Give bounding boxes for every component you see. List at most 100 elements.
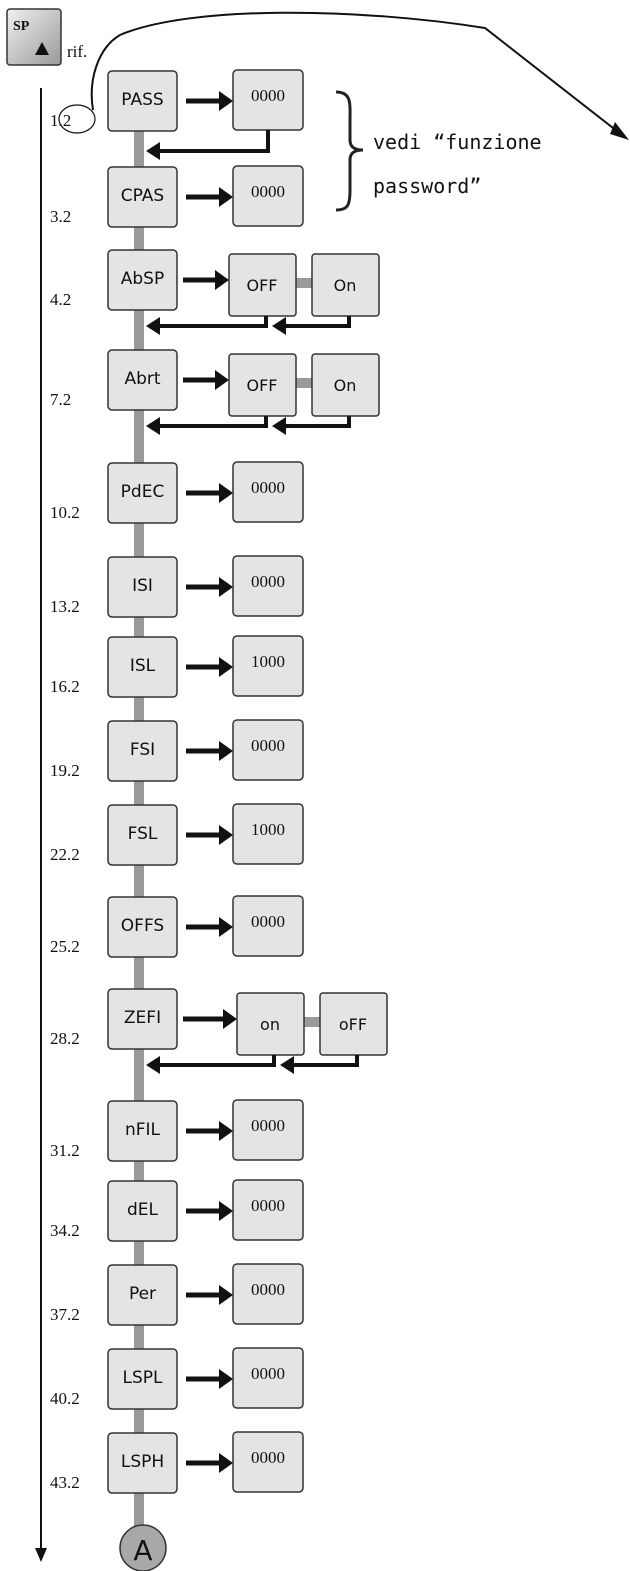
param-code: Per (129, 1284, 156, 1304)
flow-arrow (183, 270, 229, 290)
sp-up-key-icon[interactable]: SP (6, 8, 62, 66)
option-box[interactable] (228, 253, 297, 317)
param-box[interactable] (107, 988, 178, 1050)
value-box[interactable] (232, 895, 304, 957)
param-ref: 10.2 (50, 503, 80, 522)
param-box[interactable] (107, 1348, 178, 1410)
value-box[interactable] (232, 719, 304, 781)
param-box[interactable] (107, 1180, 178, 1242)
param-value: 0000 (251, 478, 285, 497)
connector-label: A (133, 1534, 152, 1567)
param-code: FSI (130, 740, 155, 760)
param-box[interactable] (107, 166, 178, 228)
wrap-around-arrow (90, 11, 629, 140)
param-ref: 34.2 (50, 1221, 80, 1240)
return-arrow (146, 130, 270, 160)
option-label: On (334, 376, 357, 395)
param-value: 0000 (251, 182, 285, 201)
param-box[interactable] (107, 556, 178, 618)
param-box[interactable] (107, 1100, 178, 1162)
param-box[interactable] (107, 636, 178, 698)
param-box[interactable] (107, 1432, 178, 1494)
value-box[interactable] (232, 1263, 304, 1325)
option-box[interactable] (228, 353, 297, 417)
connector-a[interactable]: A (119, 1524, 167, 1571)
param-box[interactable] (107, 1264, 178, 1326)
param-box[interactable] (107, 720, 178, 782)
param-ref: 31.2 (50, 1141, 80, 1160)
value-box[interactable] (232, 165, 304, 227)
rif-label: rif. (67, 42, 87, 61)
value-box[interactable] (232, 1431, 304, 1493)
param-ref: 37.2 (50, 1305, 80, 1324)
param-code: LSPH (121, 1452, 164, 1472)
param-value: 0000 (251, 86, 285, 105)
return-arrow (146, 1055, 359, 1074)
param-code: AbSP (121, 269, 164, 289)
option-box[interactable] (311, 253, 380, 317)
parameter-row-nfil: nFIL 31.2 0000 (50, 1099, 304, 1162)
value-box[interactable] (232, 803, 304, 865)
option-label: on (260, 1015, 280, 1034)
flow-arrow (186, 741, 233, 761)
param-code: PASS (121, 90, 163, 110)
option-label: OFF (247, 376, 278, 395)
option-label: oFF (339, 1015, 367, 1034)
option-box[interactable] (319, 992, 388, 1056)
parameter-row-fsi: FSI 19.2 0000 (50, 719, 304, 782)
flow-arrow (186, 657, 233, 677)
param-value: 0000 (251, 912, 285, 931)
ref-highlight-circle (58, 104, 96, 134)
value-box[interactable] (232, 1099, 304, 1161)
param-box[interactable] (107, 804, 178, 866)
param-code: PdEC (121, 482, 165, 502)
param-ref: 3.2 (50, 207, 71, 226)
param-value: 1000 (251, 652, 285, 671)
param-ref: 16.2 (50, 677, 80, 696)
param-box[interactable] (107, 249, 178, 311)
value-box[interactable] (232, 1179, 304, 1241)
flow-arrow (186, 1369, 233, 1389)
value-box[interactable] (232, 555, 304, 617)
value-box[interactable] (232, 1347, 304, 1409)
flow-arrow (186, 1453, 233, 1473)
password-note-line1: vedi “funzione (373, 130, 542, 154)
param-ref: 1.2 (50, 111, 71, 130)
param-code: CPAS (121, 186, 164, 206)
flow-arrow (186, 187, 233, 207)
param-code: ISI (132, 576, 153, 596)
value-box[interactable] (232, 461, 304, 523)
parameter-row-per: Per 37.2 0000 (50, 1263, 304, 1326)
param-value: 0000 (251, 1116, 285, 1135)
flow-arrow (186, 91, 233, 111)
option-box[interactable] (311, 353, 380, 417)
param-value: 0000 (251, 1448, 285, 1467)
param-value: 0000 (251, 1280, 285, 1299)
param-code: nFIL (125, 1120, 161, 1140)
param-value: 1000 (251, 820, 285, 839)
option-box[interactable] (236, 992, 305, 1056)
param-ref: 19.2 (50, 761, 80, 780)
option-label: On (334, 276, 357, 295)
param-ref: 28.2 (50, 1029, 80, 1048)
param-box[interactable] (107, 70, 178, 132)
flow-arrow (186, 1121, 233, 1141)
parameter-row-cpas: CPAS 3.2 0000 (50, 165, 304, 228)
param-box[interactable] (107, 896, 178, 958)
parameter-row-pass: PASS 1.2 0000 (50, 69, 304, 160)
option-link (296, 278, 312, 288)
param-box[interactable] (107, 349, 178, 411)
password-brace (335, 90, 364, 212)
flow-arrow (183, 370, 229, 390)
value-box[interactable] (232, 635, 304, 697)
flow-arrow (186, 1285, 233, 1305)
param-box[interactable] (107, 462, 178, 524)
param-ref: 13.2 (50, 597, 80, 616)
param-value: 0000 (251, 736, 285, 755)
flow-arrow (186, 1201, 233, 1221)
